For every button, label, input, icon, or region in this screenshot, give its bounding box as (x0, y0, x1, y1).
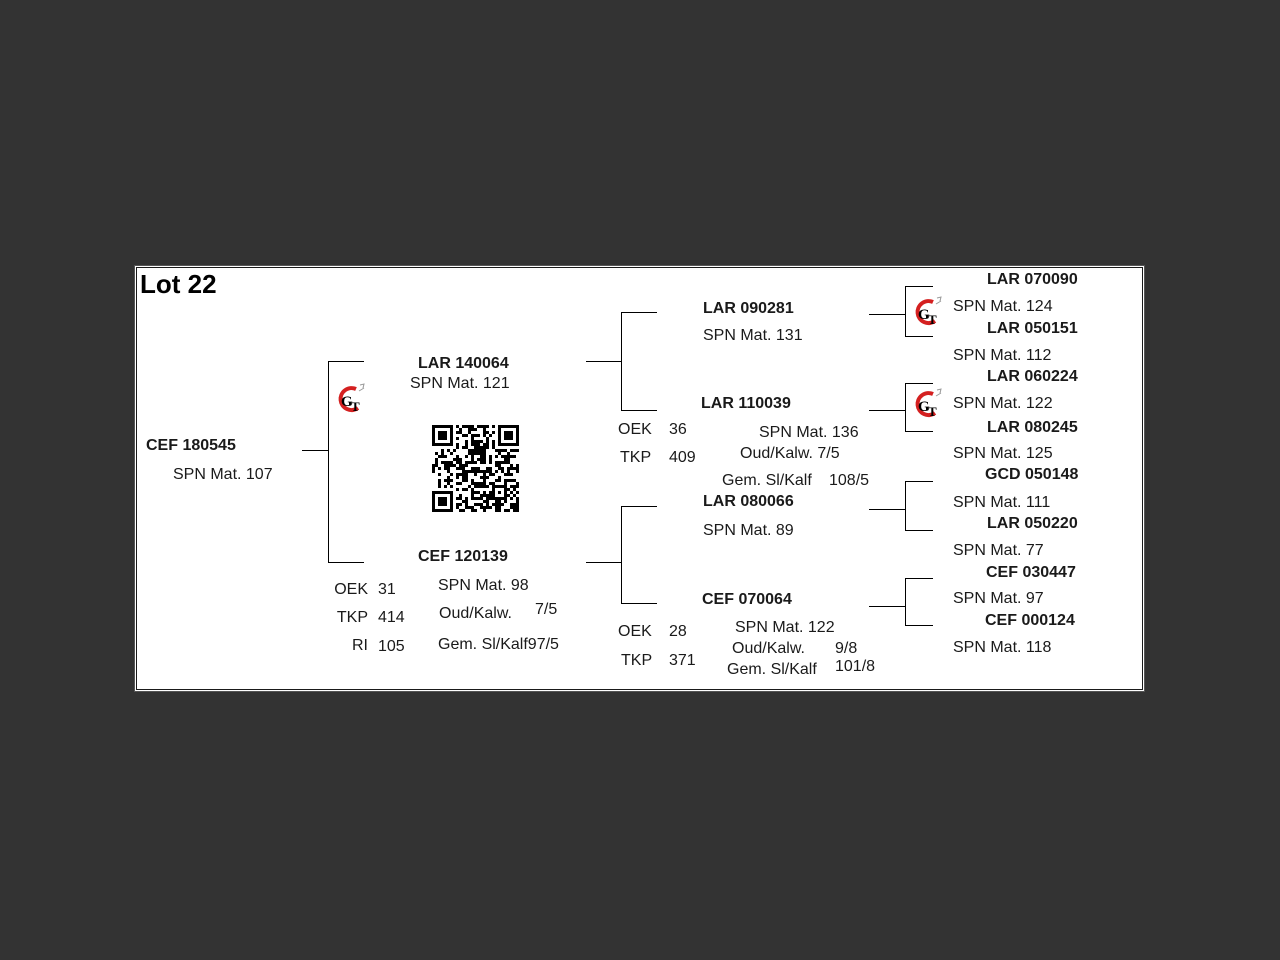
gen3-2-spn: SPN Mat. 112 (953, 347, 1052, 364)
svg-text:G: G (918, 399, 930, 415)
ds-spn: SPN Mat. 89 (703, 522, 794, 539)
dd-tkp: 371 (669, 652, 696, 669)
gen3-6-id: LAR 050220 (987, 515, 1078, 532)
connector-line (905, 286, 906, 337)
connector-line (869, 314, 905, 315)
dd-oek-label: OEK (618, 623, 652, 640)
connector-line (905, 481, 906, 531)
dam-tkp-label: TKP (336, 609, 368, 626)
svg-text:T: T (928, 312, 937, 327)
sire-spn: SPN Mat. 121 (410, 375, 510, 392)
sd-gem: 108/5 (829, 472, 870, 489)
animal-spn: SPN Mat. 107 (173, 466, 273, 483)
gen3-1-spn: SPN Mat. 124 (953, 298, 1053, 315)
connector-line (869, 509, 905, 510)
connector-line (586, 562, 622, 563)
gen3-4-id: LAR 080245 (987, 419, 1078, 436)
dam-spn: SPN Mat. 98 (438, 577, 529, 594)
connector-line (905, 481, 933, 482)
sd-oek: 36 (669, 421, 687, 438)
connector-line (621, 506, 657, 507)
connector-line (621, 603, 657, 604)
gen3-8-id: CEF 000124 (985, 612, 1075, 629)
connector-line (905, 383, 906, 432)
gen3-3-spn: SPN Mat. 122 (953, 395, 1053, 412)
ss-id: LAR 090281 (703, 300, 794, 317)
connector-line (621, 312, 622, 411)
connector-line (905, 625, 933, 626)
gen3-7-spn: SPN Mat. 97 (953, 590, 1044, 607)
breeder-logo-icon: G T (338, 383, 365, 414)
dam-oek-label: OEK (334, 581, 368, 598)
ds-id: LAR 080066 (703, 493, 794, 510)
svg-text:T: T (351, 399, 360, 414)
gen3-5-spn: SPN Mat. 111 (953, 494, 1051, 511)
connector-line (905, 431, 933, 432)
dam-gem: Gem. Sl/Kalf97/5 (438, 636, 559, 653)
gen3-2-id: LAR 050151 (987, 320, 1078, 337)
dd-gem: 101/8 (835, 658, 876, 675)
connector-line (905, 578, 933, 579)
connector-line (586, 361, 622, 362)
connector-line (621, 312, 657, 313)
sire-id: LAR 140064 (418, 355, 509, 372)
dd-oud-label: Oud/Kalw. (732, 640, 805, 657)
connector-line (328, 361, 329, 563)
gen3-5-id: GCD 050148 (985, 466, 1079, 483)
dam-ri-label: RI (352, 637, 368, 654)
connector-line (905, 578, 906, 626)
dd-oud: 9/8 (835, 640, 858, 657)
connector-line (328, 361, 364, 362)
ss-spn: SPN Mat. 131 (703, 327, 803, 344)
connector-line (328, 562, 364, 563)
sd-id: LAR 110039 (701, 395, 791, 412)
connector-line (905, 286, 933, 287)
connector-line (905, 530, 933, 531)
connector-line (905, 336, 933, 337)
gen3-7-id: CEF 030447 (986, 564, 1076, 581)
dd-gem-label: Gem. Sl/Kalf (727, 661, 817, 678)
lot-title: Lot 22 (140, 269, 217, 299)
dam-id: CEF 120139 (418, 548, 508, 565)
sd-tkp: 409 (669, 449, 696, 466)
dd-spn: SPN Mat. 122 (735, 619, 835, 636)
connector-line (869, 410, 905, 411)
sd-oek-label: OEK (618, 421, 652, 438)
svg-text:G: G (341, 394, 353, 410)
pedigree-card: Lot 22 CEF 180545 SPN Mat. 107 G T LAR 1… (136, 267, 1143, 690)
connector-line (621, 410, 657, 411)
breeder-logo-icon: G T (915, 388, 942, 419)
gen3-8-spn: SPN Mat. 118 (953, 639, 1052, 656)
connector-line (869, 606, 905, 607)
gen3-3-id: LAR 060224 (987, 368, 1078, 385)
connector-line (905, 383, 933, 384)
sd-tkp-label: TKP (620, 449, 652, 466)
dam-ri: 105 (378, 638, 405, 655)
dam-oud-label: Oud/Kalw. (439, 605, 512, 622)
sd-spn: SPN Mat. 136 (759, 424, 859, 441)
dam-oud: 7/5 (535, 601, 558, 618)
svg-text:G: G (918, 307, 930, 323)
gen3-1-id: LAR 070090 (987, 271, 1078, 288)
connector-line (302, 450, 328, 451)
gen3-4-spn: SPN Mat. 125 (953, 445, 1053, 462)
animal-id: CEF 180545 (146, 437, 236, 454)
dd-id: CEF 070064 (702, 591, 792, 608)
dd-tkp-label: TKP (621, 652, 653, 669)
sd-gem-label: Gem. Sl/Kalf (722, 472, 812, 489)
breeder-logo-icon: G T (915, 296, 942, 327)
connector-line (621, 506, 622, 604)
svg-text:T: T (928, 404, 937, 419)
dam-tkp: 414 (378, 609, 405, 626)
sd-oud: Oud/Kalw. 7/5 (740, 445, 840, 462)
dam-oek: 31 (378, 581, 396, 598)
gen3-6-spn: SPN Mat. 77 (953, 542, 1044, 559)
qr-code (432, 425, 519, 512)
dd-oek: 28 (669, 623, 687, 640)
